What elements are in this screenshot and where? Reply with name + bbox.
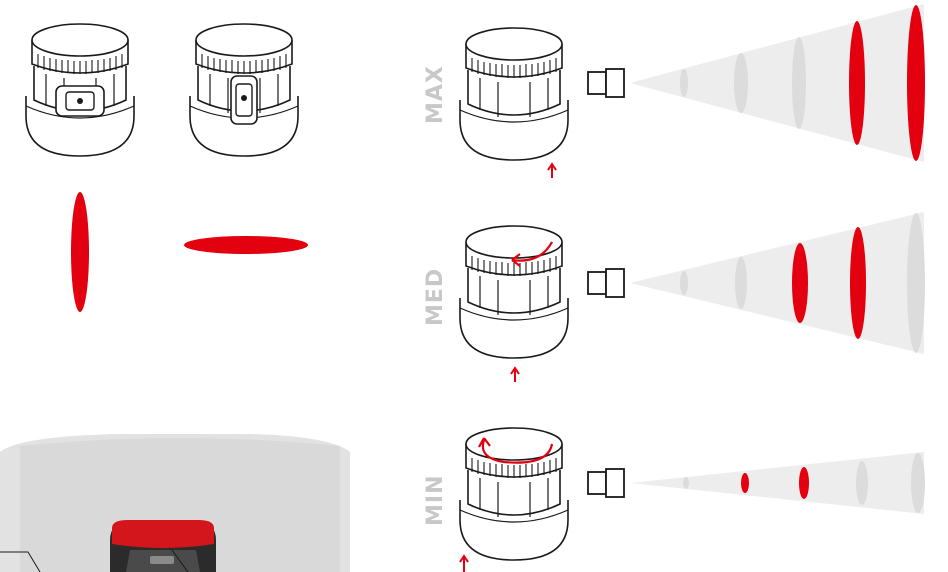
nozzle-vertical-slot — [26, 24, 134, 156]
spray-cone-icon — [630, 212, 924, 354]
up-arrow-icon — [511, 368, 519, 382]
spray-pattern-icon — [792, 243, 808, 323]
sprayer-photo — [0, 434, 350, 572]
up-arrow-icon — [548, 164, 556, 178]
spray-cone-icon — [630, 452, 924, 514]
spray-pattern-icon — [741, 473, 749, 493]
level-row-med: MED — [423, 212, 925, 382]
nozzle-horizontal-slot — [190, 24, 298, 156]
level-row-min: MIN — [423, 428, 925, 572]
spray-pattern-icon — [849, 21, 865, 145]
level-row-max: MAX — [423, 4, 925, 178]
spray-pattern-horizontal — [184, 236, 308, 254]
spray-cone-icon — [630, 4, 924, 162]
nozzle-tip-icon — [588, 69, 624, 97]
nozzle-cap-icon — [460, 28, 568, 160]
level-label-max: MAX — [423, 65, 448, 124]
level-label-med: MED — [423, 268, 448, 326]
up-arrow-icon — [460, 556, 468, 572]
nozzle-tip-icon — [588, 469, 624, 497]
nozzle-tip-icon — [588, 269, 624, 297]
spray-pattern-vertical — [71, 192, 89, 312]
level-label-min: MIN — [423, 475, 448, 527]
